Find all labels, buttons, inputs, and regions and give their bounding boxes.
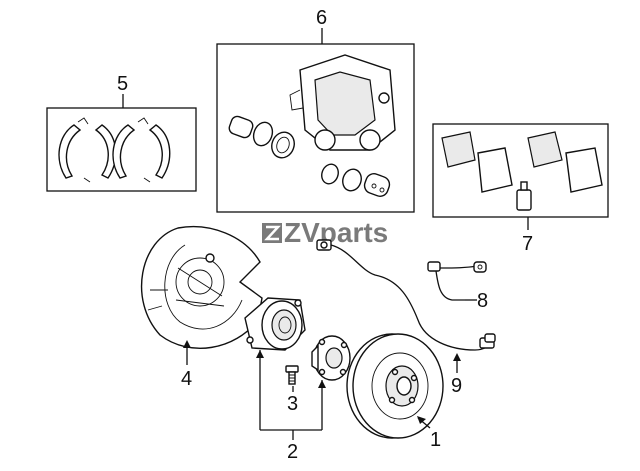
backing-plate-group: 4: [140, 225, 263, 390]
brake-rotor-icon: [346, 333, 444, 439]
callout-label: 2: [287, 441, 298, 463]
grease-tube-icon: [516, 181, 532, 211]
callout-label: 8: [477, 290, 488, 312]
brake-shoe-icon: [58, 117, 171, 183]
abs-sensor-group: 9: [316, 239, 496, 397]
brake-pad-icon: [441, 131, 603, 193]
callout-group-6: 6: [216, 7, 415, 213]
callout-label: 1: [430, 429, 441, 451]
caliper-icon: [289, 54, 396, 151]
connector-icon: [479, 333, 496, 349]
watermark-text: ZVparts: [284, 217, 388, 248]
rotor-group: 1: [346, 333, 444, 451]
guide-pin-boot-icon: [321, 163, 391, 197]
harness-group: 8: [427, 261, 488, 312]
callout-label: 9: [451, 375, 462, 397]
callout-label: 7: [522, 233, 533, 255]
wheel-stud-icon: [285, 365, 299, 385]
callout-label: 6: [316, 7, 327, 29]
callout-label: 4: [181, 368, 192, 390]
callout-group-5: 5: [46, 73, 197, 192]
piston-seal-icon: [228, 115, 295, 159]
wire-harness-icon: [427, 261, 487, 301]
hub-bearing-icon: [244, 297, 306, 351]
hub-group: 2: [244, 297, 351, 463]
stud-group: 3: [285, 365, 299, 415]
callout-group-7: 7: [432, 123, 609, 255]
watermark: ZVparts: [262, 217, 388, 248]
wheel-hub-icon: [311, 335, 351, 381]
callout-label: 3: [287, 393, 298, 415]
backing-plate-icon: [140, 225, 263, 349]
sensor-wire: [330, 244, 496, 351]
z-logo-icon: [262, 223, 282, 243]
abs-sensor-icon: [316, 239, 332, 251]
callout-label: 5: [117, 73, 128, 95]
